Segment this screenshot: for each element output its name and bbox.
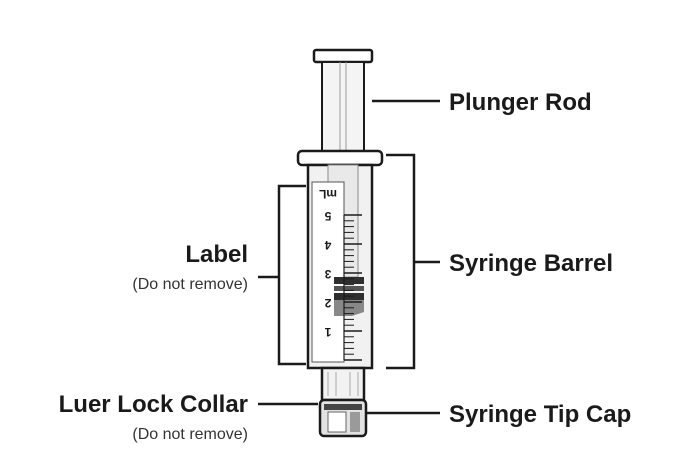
leader-lines: [258, 99, 440, 415]
scale-mark-1: 1: [324, 325, 331, 339]
luer-lock-collar: [320, 366, 366, 402]
plunger-thumb-press: [312, 48, 374, 64]
barrel-flange: [296, 149, 384, 167]
plunger-rod-shaft: [321, 61, 365, 155]
scale-mark-2: 2: [324, 296, 331, 310]
graduation-ticks: [343, 214, 362, 361]
scale-mark-5: 5: [324, 209, 331, 223]
luer-lock-collar-note: (Do not remove): [132, 426, 248, 443]
barrel-label-area: [311, 181, 345, 363]
syringe-tip-cap-label: Syringe Tip Cap: [449, 401, 631, 428]
luer-lock-collar-body: [320, 366, 366, 402]
label-label: Label: [185, 241, 248, 268]
scale-mark-4: 4: [324, 238, 331, 252]
syringe-barrel-label: Syringe Barrel: [449, 250, 613, 277]
label-note: (Do not remove): [132, 276, 248, 293]
scale-mark-3: 3: [324, 267, 331, 281]
plunger-rod-label: Plunger Rod: [449, 89, 592, 116]
luer-lock-collar-label: Luer Lock Collar: [59, 391, 248, 418]
syringe-barrel-bracket: [386, 153, 416, 370]
plunger-rod: [312, 48, 374, 155]
syringe-barrel: mL 5 4 3 2 1: [306, 163, 374, 370]
syringe-tip-cap: [318, 398, 368, 438]
label-bracket: [277, 184, 306, 366]
scale-unit-label: mL: [319, 187, 337, 201]
